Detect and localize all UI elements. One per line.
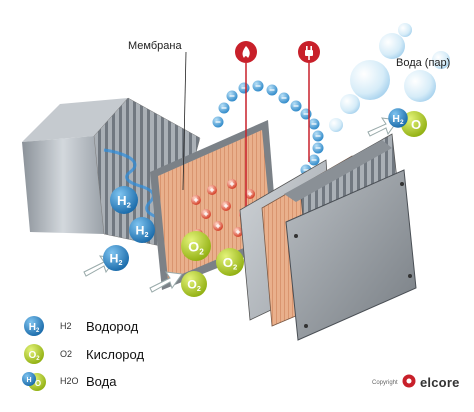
electron	[238, 82, 250, 94]
electron	[252, 80, 264, 92]
electron	[218, 102, 230, 114]
electron	[308, 118, 320, 130]
oxygen-inlet-arrow	[149, 271, 183, 293]
svg-text:O: O	[35, 379, 41, 388]
proton	[233, 227, 243, 237]
proton	[207, 185, 217, 195]
brand-name: elcore	[420, 375, 460, 390]
plug-icon	[298, 41, 320, 162]
electron	[312, 142, 324, 154]
water-vapor-bubbles	[329, 23, 450, 132]
legend-formula: H2O	[60, 376, 79, 386]
oxygen-molecule: O2	[181, 271, 207, 297]
proton	[245, 189, 255, 199]
electron	[266, 84, 278, 96]
proton	[227, 179, 237, 189]
elcore-logo-icon	[402, 374, 416, 388]
legend-hydrogen: H2 H2 Водород	[22, 314, 138, 338]
svg-text:O: O	[411, 117, 421, 132]
proton	[221, 201, 231, 211]
membrane-label: Мембрана	[128, 40, 182, 52]
svg-text:H: H	[26, 377, 31, 384]
hydrogen-icon: H2	[22, 314, 46, 338]
proton	[191, 195, 201, 205]
oxygen-molecule: O2	[181, 231, 211, 261]
hydrogen-molecule: H2	[103, 245, 129, 271]
oxygen-molecule: O2	[216, 248, 244, 276]
end-plate	[285, 169, 417, 341]
electron	[278, 92, 290, 104]
proton	[201, 209, 211, 219]
legend-formula: O2	[60, 349, 73, 359]
legend-oxygen: O2 O2 Кислород	[22, 342, 144, 366]
water-vapor-label: Вода (пар)	[396, 57, 451, 69]
ion-chain	[212, 80, 324, 176]
proton	[213, 221, 223, 231]
legend-name: Вода	[86, 373, 117, 389]
svg-text:H2: H2	[392, 114, 404, 126]
copyright-text: Copyright	[372, 380, 398, 386]
legend-formula: H2	[60, 321, 72, 331]
svg-text:O2: O2	[28, 350, 40, 362]
electron	[290, 100, 302, 112]
electron	[212, 116, 224, 128]
electron	[312, 130, 324, 142]
electron	[226, 90, 238, 102]
legend-name: Водород	[86, 318, 139, 334]
legend-name: Кислород	[86, 346, 145, 362]
electron	[308, 154, 320, 166]
svg-text:H2: H2	[29, 322, 40, 334]
hydrogen-molecule: H2	[110, 186, 138, 214]
membrane-pointer	[182, 51, 187, 191]
electron	[300, 108, 312, 120]
oxygen-icon: O2	[22, 342, 46, 366]
water-molecule: H2 O	[388, 108, 427, 137]
hydrogen-molecule: H2	[129, 217, 155, 243]
